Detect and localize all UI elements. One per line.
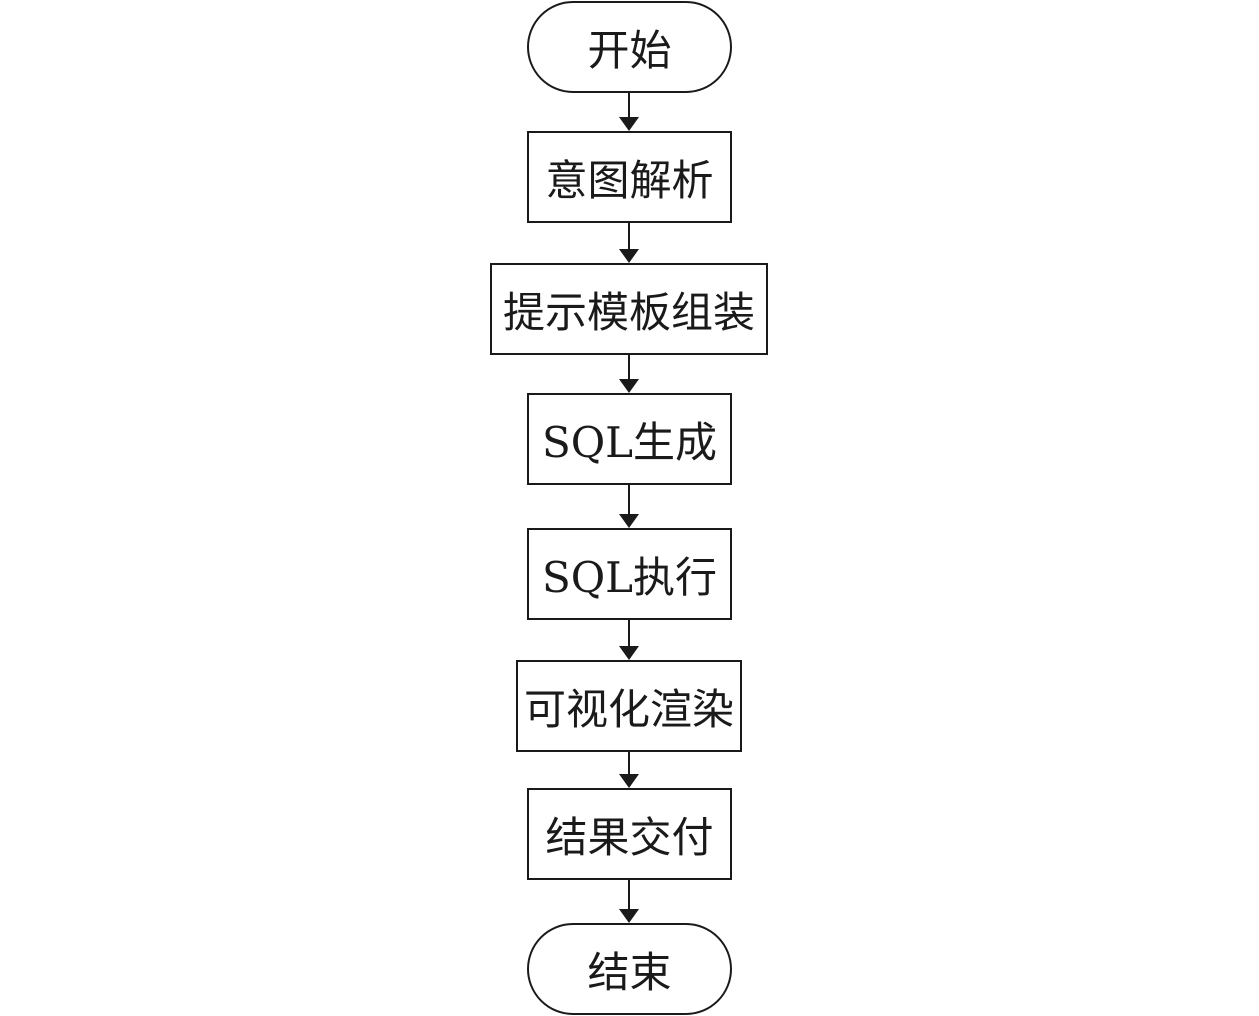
arrow-down-icon bbox=[619, 774, 639, 788]
sql-generation-label: SQL生成 bbox=[541, 417, 718, 467]
connector-line bbox=[628, 620, 630, 648]
result-delivery-label: 结果交付 bbox=[545, 812, 714, 862]
connector-line bbox=[628, 93, 630, 119]
connector-line bbox=[628, 485, 630, 516]
connector-line bbox=[628, 752, 630, 776]
visualization-rendering-node: 可视化渲染 bbox=[516, 660, 742, 752]
prompt-template-assembly-label: 提示模板组装 bbox=[502, 287, 755, 337]
arrow-down-icon bbox=[619, 514, 639, 528]
sql-generation-node: SQL生成 bbox=[527, 393, 732, 485]
arrow-down-icon bbox=[619, 646, 639, 660]
connector-line bbox=[628, 223, 630, 251]
arrow-down-icon bbox=[619, 909, 639, 923]
connector-line bbox=[628, 355, 630, 381]
visualization-rendering-label: 可视化渲染 bbox=[523, 684, 734, 734]
arrow-down-icon bbox=[619, 249, 639, 263]
sql-execution-node: SQL执行 bbox=[527, 528, 732, 620]
result-delivery-node: 结果交付 bbox=[527, 788, 732, 880]
intent-parsing-label: 意图解析 bbox=[545, 155, 714, 205]
start-node: 开始 bbox=[527, 1, 732, 93]
intent-parsing-node: 意图解析 bbox=[527, 131, 732, 223]
arrow-down-icon bbox=[619, 117, 639, 131]
end-label: 结束 bbox=[587, 947, 672, 997]
sql-execution-label: SQL执行 bbox=[541, 552, 718, 602]
end-node: 结束 bbox=[527, 923, 732, 1015]
connector-line bbox=[628, 880, 630, 911]
start-label: 开始 bbox=[587, 25, 672, 75]
prompt-template-assembly-node: 提示模板组装 bbox=[490, 263, 768, 355]
arrow-down-icon bbox=[619, 379, 639, 393]
